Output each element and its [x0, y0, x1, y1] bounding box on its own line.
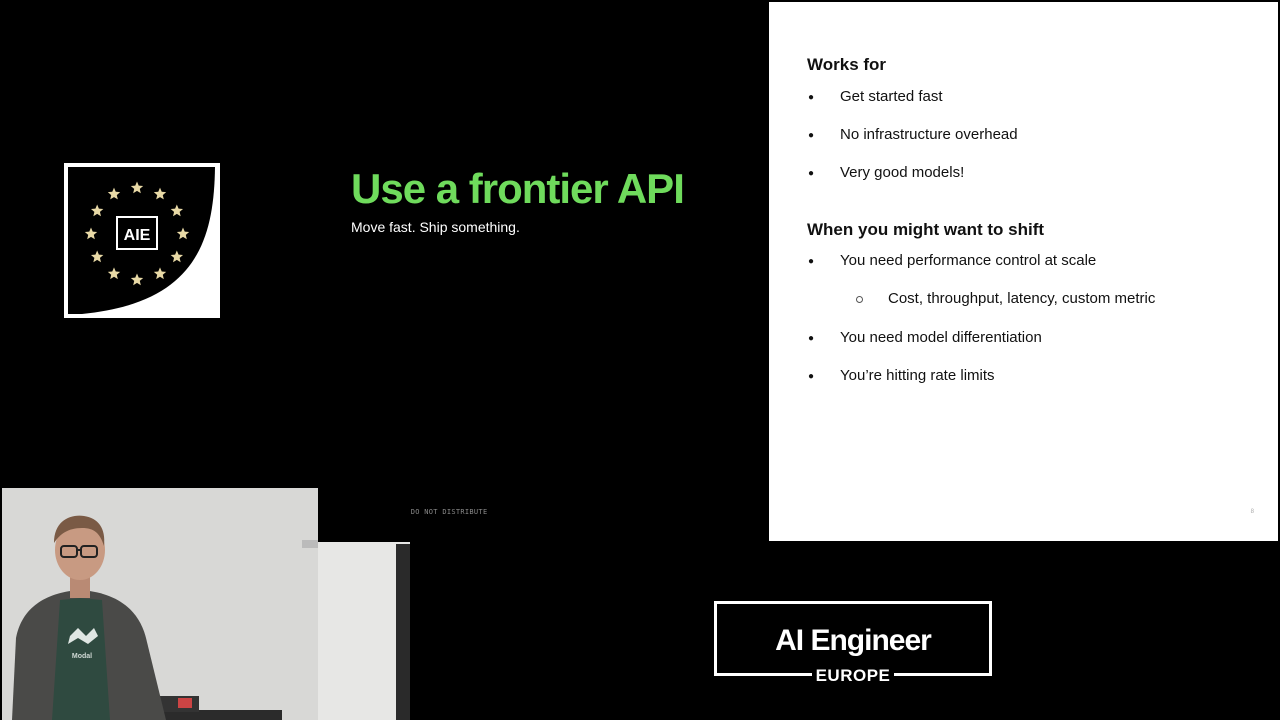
aie-logo: AIE [64, 163, 220, 318]
confidential-notice: CONFIDENTIAL - DO NOT DISTRIBUTE [343, 508, 488, 516]
shift-subitem: Cost, throughput, latency, custom metric [888, 290, 1156, 307]
shirt-logo-text: Modal [72, 653, 92, 660]
aie-logo-text: AIE [124, 227, 151, 244]
works-item: No infrastructure overhead [840, 126, 1018, 143]
star-icon [90, 204, 104, 217]
sub-bullet-icon [856, 296, 863, 303]
shift-item: You need performance control at scale [840, 252, 1097, 269]
event-wordmark: AI Engineer EUROPE [714, 601, 992, 685]
event-title: AI Engineer [775, 624, 932, 657]
star-icon [153, 187, 167, 200]
bullet-icon: ● [808, 168, 815, 179]
bullet-icon: ● [808, 92, 815, 103]
wordmark-underline-left [714, 673, 812, 676]
star-icon [107, 267, 121, 280]
bullet-icon: ● [808, 130, 815, 141]
shift-item: You need model differentiation [840, 329, 1042, 346]
event-subtitle: EUROPE [815, 666, 891, 685]
star-ring-icon [84, 181, 190, 286]
slide-content-panel: Works for ● Get started fast ● No infras… [769, 2, 1278, 541]
shift-item: You’re hitting rate limits [840, 367, 995, 384]
works-item: Very good models! [840, 164, 965, 181]
works-item: Get started fast [840, 88, 943, 105]
shirt-logo-icon [68, 628, 98, 644]
bullet-icon: ● [808, 333, 815, 344]
star-icon [170, 204, 184, 217]
star-icon [84, 227, 98, 240]
star-icon [90, 250, 104, 263]
wordmark-underline-right [894, 673, 992, 676]
aie-emblem-graphic: AIE [68, 167, 215, 314]
star-icon [153, 267, 167, 280]
star-icon [176, 227, 190, 240]
star-icon [130, 273, 144, 286]
star-icon [130, 181, 144, 194]
works-for-heading: Works for [807, 55, 887, 74]
slide-title: Use a frontier API [351, 165, 685, 212]
speaker-video: Modal [2, 488, 410, 720]
speaker-shirt [52, 598, 110, 720]
bullet-icon: ● [808, 371, 815, 382]
star-icon [107, 187, 121, 200]
slide-subtitle: Move fast. Ship something. [351, 219, 520, 235]
speaker-video-frame: Modal [2, 488, 410, 720]
star-icon [170, 250, 184, 263]
shift-heading: When you might want to shift [807, 220, 1045, 239]
bullet-icon: ● [808, 256, 815, 267]
page-number: 8 [1250, 509, 1254, 515]
